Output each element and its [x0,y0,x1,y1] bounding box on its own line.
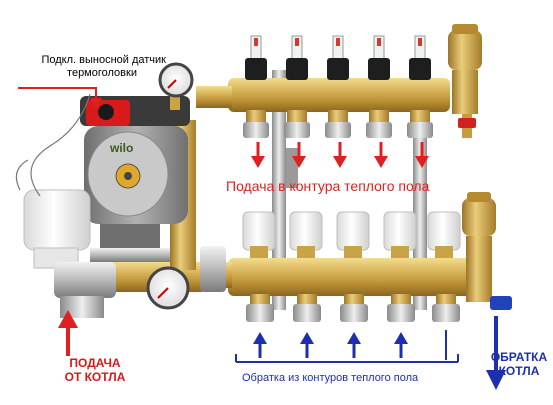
arrow-up-icon [300,332,314,358]
pressure-gauge-top [158,62,194,110]
sensor-label-line1: Подкл. выносной датчик [41,54,166,66]
from-boiler-label: ПОДАЧА ОТ КОТЛА [60,356,130,384]
return-outlets [246,294,460,322]
circulation-pump [80,96,190,262]
from-boiler-arrow [58,310,78,356]
flow-meter [327,35,349,80]
to-boiler-line2: КОТЛА [498,364,540,378]
to-boiler-line1: ОБРАТКА [490,350,548,364]
return-manifold [228,192,512,322]
flow-meter [286,35,308,80]
arrow-down-icon [486,370,506,390]
flow-meters [245,35,431,80]
return-arrows [235,330,459,363]
supply-outlets [243,110,433,138]
pump-brand: wilo [109,141,133,155]
arrow-down-icon [415,142,429,168]
from-boiler-line1: ПОДАЧА [69,356,121,370]
thermo-actuators [242,211,461,260]
arrow-down-icon [333,142,347,168]
air-vent-bottom [462,192,512,310]
flow-meter [409,35,431,80]
arrow-up-icon [253,332,267,358]
to-boiler-arrow [486,316,506,390]
sensor-pointer [18,87,102,108]
from-boiler-line2: ОТ КОТЛА [64,370,126,384]
arrow-up-icon [58,310,78,328]
arrow-up-icon [394,332,408,358]
supply-arrows [251,142,429,168]
supply-circuits-label: Подача в контура теплого пола [226,178,430,194]
mixing-valve [54,262,116,318]
air-vent-top [448,24,482,138]
pressure-gauge-bottom [146,266,190,310]
flow-meter [245,35,267,80]
thermostatic-head [15,93,91,269]
arrow-down-icon [251,142,265,168]
return-circuits-label: Обратка из контуров теплого пола [242,372,419,384]
sensor-label-line2: термоголовки [67,67,137,79]
arrow-down-icon [292,142,306,168]
flow-meter [368,35,390,80]
arrow-down-icon [374,142,388,168]
supply-manifold [228,24,482,138]
to-boiler-label: ОБРАТКА КОТЛА [486,350,552,378]
sensor-connection-label: Подкл. выносной датчик термоголовки [8,54,166,80]
arrow-up-icon [347,332,361,358]
